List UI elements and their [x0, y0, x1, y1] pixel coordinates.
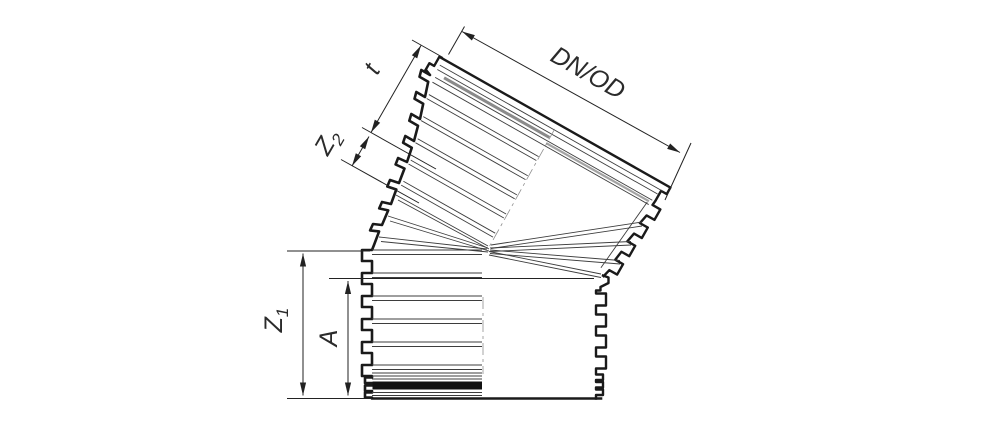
miter-fan-lines: [378, 194, 643, 278]
extension-line: [361, 127, 437, 170]
dimension-z2: [340, 136, 420, 204]
spigot-right-edge: [594, 273, 610, 400]
extension-line: [664, 142, 692, 201]
dimension-line-dn-od: [461, 31, 681, 153]
socket-groove-accent: [545, 142, 650, 203]
socket-wall-line: [600, 201, 648, 268]
corrugation-ring: [415, 138, 518, 200]
extension-line: [448, 26, 465, 55]
corrugation-ring: [400, 180, 496, 238]
spigot-corrugation-rings: [372, 249, 482, 396]
dimension-dn-od: [448, 26, 692, 201]
corrugation-ring: [408, 159, 507, 219]
dimension-label-z1: Z1: [260, 308, 292, 334]
extension-line: [411, 39, 444, 58]
dimension-t: [361, 39, 444, 170]
dimension-a: [329, 278, 594, 396]
seal-ring: [372, 381, 482, 390]
extension-line: [340, 159, 420, 204]
dimension-line-t: [370, 45, 422, 133]
dimension-line-z2: [351, 136, 370, 167]
dimension-label-a: A: [315, 330, 343, 349]
dimension-z1: [287, 250, 372, 399]
